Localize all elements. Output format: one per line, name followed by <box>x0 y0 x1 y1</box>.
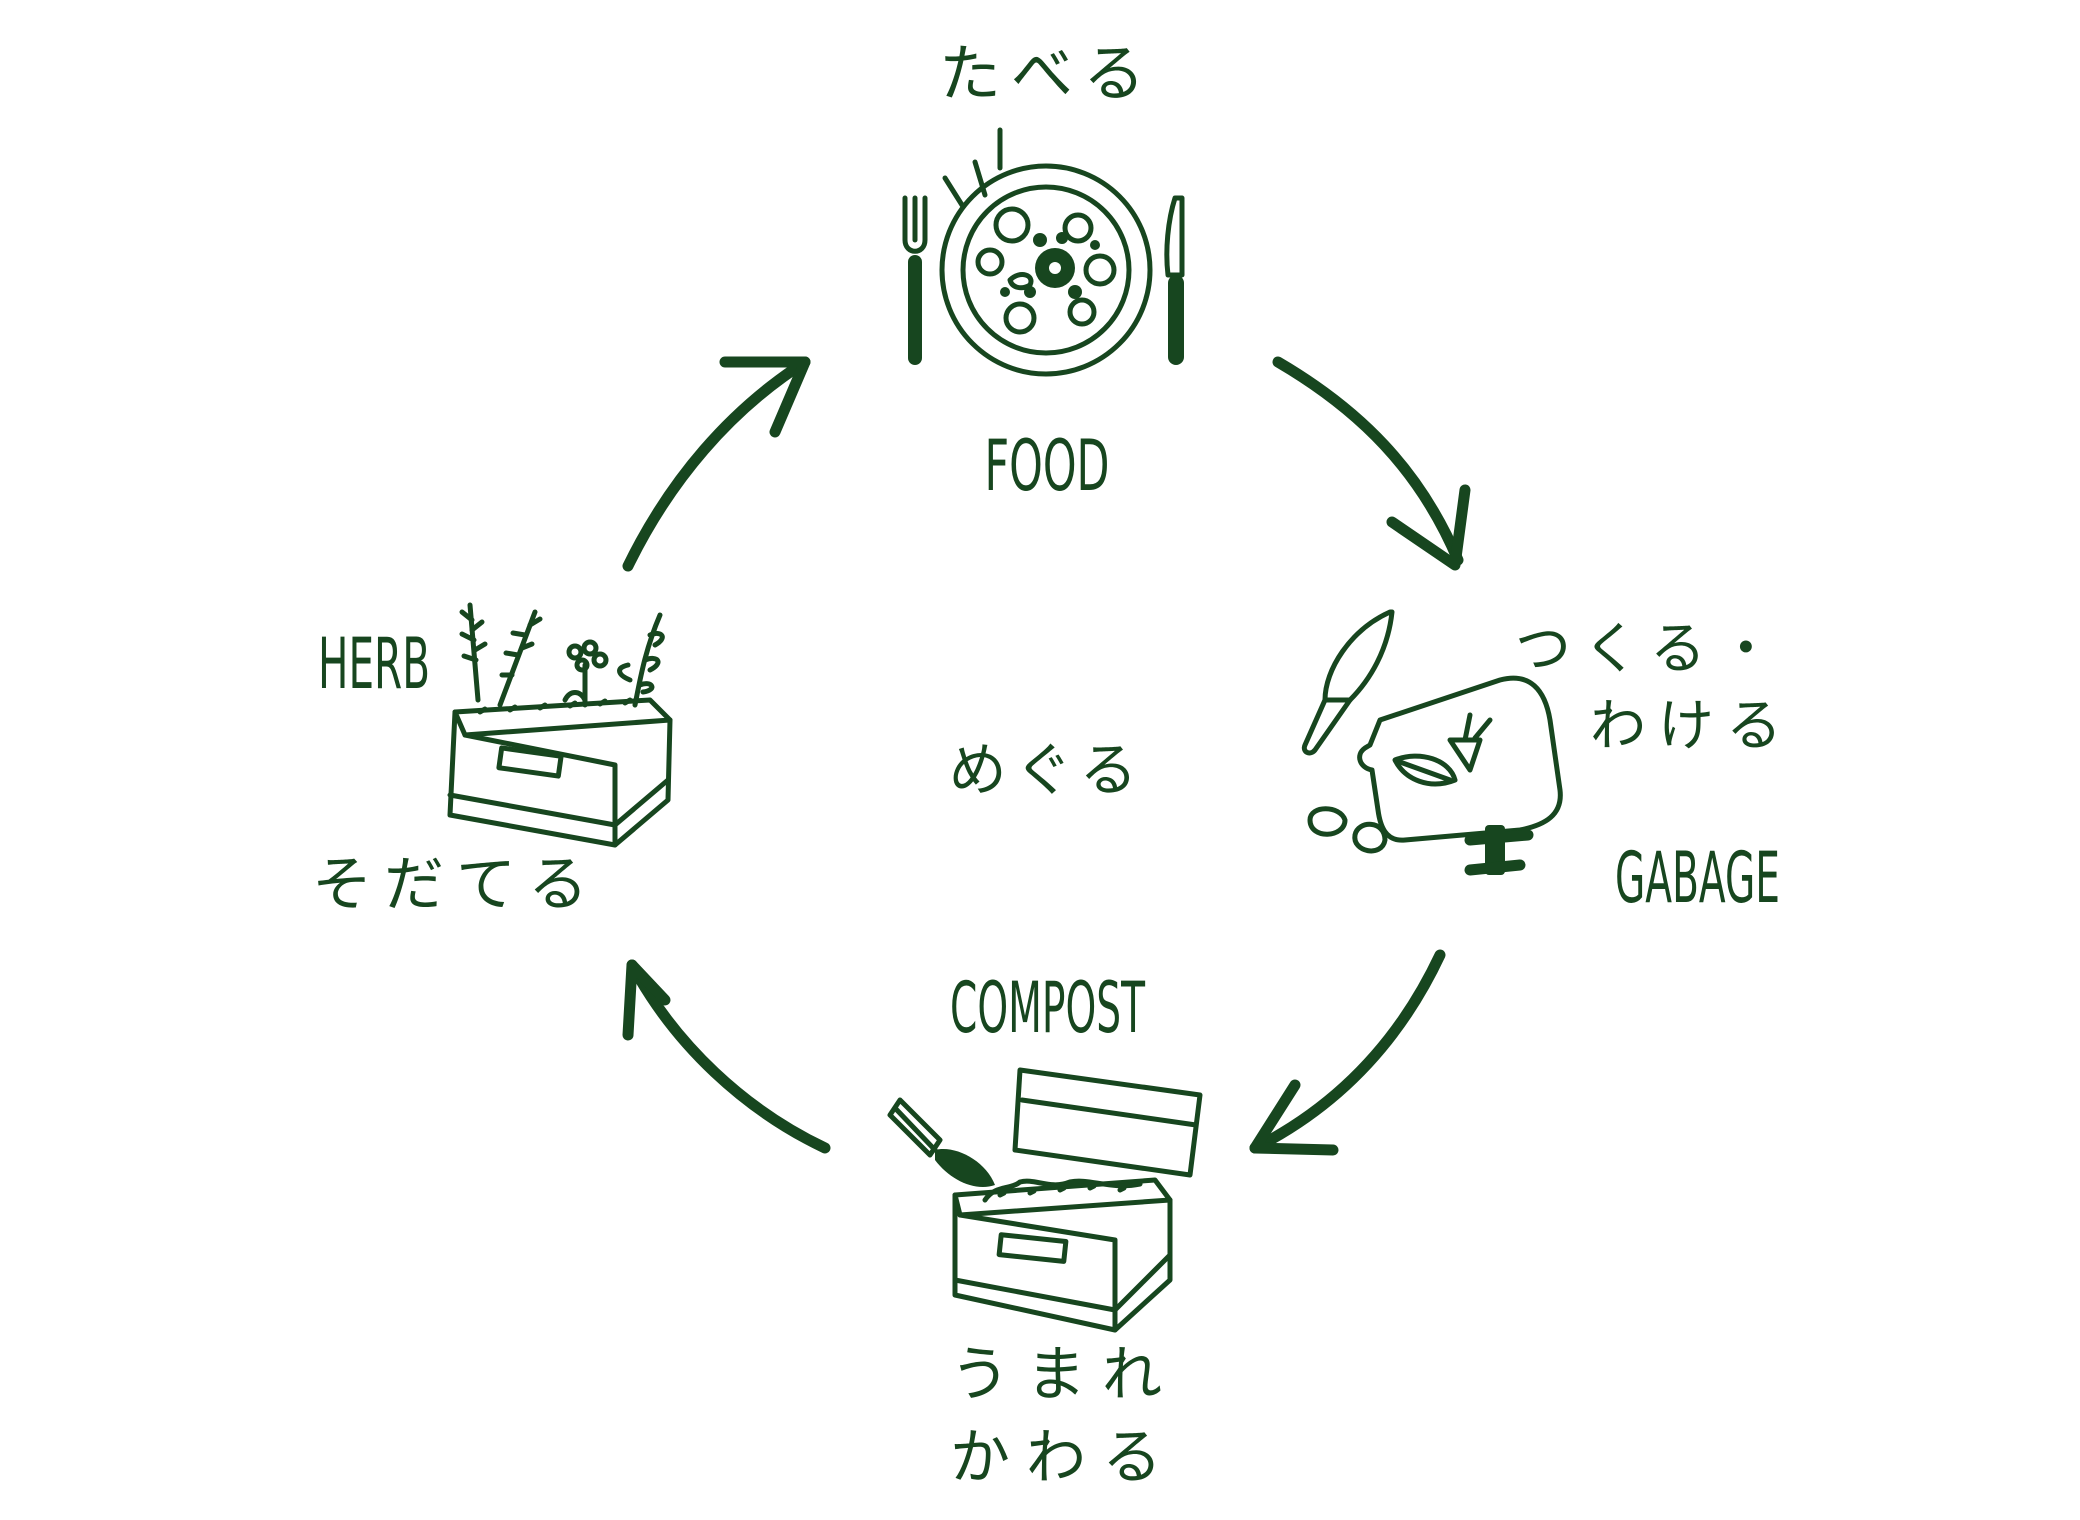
compost-box-with-trowel-icon <box>887 1067 1203 1333</box>
compost-label-en: COMPOST <box>950 967 1145 1049</box>
plate-with-fork-and-knife-icon <box>902 127 1185 377</box>
knife-cutting-board-scraps-icon <box>1301 609 1563 876</box>
herb-label-en: HERB <box>318 623 430 705</box>
herb-label-jp: そだてる <box>312 850 600 920</box>
garbage-node: つくる・ わける GABAGE <box>1301 609 1794 919</box>
food-node: たべる <box>902 37 1185 507</box>
garbage-label-en: GABAGE <box>1615 837 1780 919</box>
center-label: めぐる <box>949 736 1146 804</box>
food-label-en: FOOD <box>985 425 1110 507</box>
compost-label-jp-line2: かわる <box>950 1423 1178 1493</box>
garbage-label-jp-line1: つくる・ <box>1515 617 1786 682</box>
food-label-jp: たべる <box>939 37 1155 110</box>
compost-node: COMPOST うまれ かわる <box>887 967 1203 1493</box>
herb-planter-box-icon <box>447 602 673 848</box>
herb-node: HERB そだてる <box>312 602 673 920</box>
arrow-food-to-garbage <box>1272 356 1471 571</box>
compost-label-jp-line1: うまれ <box>950 1340 1178 1410</box>
arrow-garbage-to-compost <box>1249 949 1446 1156</box>
garbage-label-jp-line2: わける <box>1590 694 1794 759</box>
arrow-herb-to-food <box>622 356 811 572</box>
arrow-compost-to-herb <box>622 959 831 1154</box>
